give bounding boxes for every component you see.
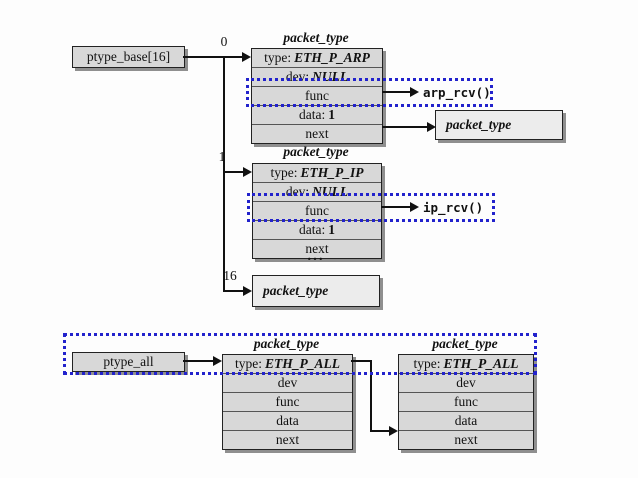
line-ptype-base-to-arp <box>183 56 242 58</box>
ip-struct-title: packet_type <box>283 144 349 159</box>
all1-struct: type:ETH_P_ALL dev func data next <box>222 354 353 450</box>
arrowhead-arp-handler <box>410 87 419 97</box>
bucket-index-1: 1 <box>218 149 226 164</box>
ptype-base-label: ptype_base[16] <box>86 49 171 64</box>
arrowhead-ptype-all <box>213 356 222 366</box>
tail-struct-box: packet_type <box>252 275 380 307</box>
all2-func-label: func <box>454 394 478 409</box>
arp-dev-value: NULL <box>312 69 349 84</box>
all2-field-dev: dev <box>399 373 533 392</box>
ip-type-label: type: <box>270 165 298 180</box>
arp-next-struct-box: packet_type <box>435 110 563 140</box>
ip-field-dev: dev:NULL <box>253 182 381 201</box>
line-all-chain-v <box>370 360 372 432</box>
all1-data-label: data <box>276 413 299 428</box>
arp-field-func: func <box>252 86 382 105</box>
tail-struct-title: packet_type <box>263 283 329 298</box>
ip-data-label: data: <box>299 222 326 237</box>
arp-field-next: next <box>252 124 382 143</box>
arp-data-value: 1 <box>328 107 335 122</box>
arp-data-label: data: <box>299 107 326 122</box>
arrowhead-bucket0 <box>242 52 251 62</box>
arp-field-data: data:1 <box>252 105 382 124</box>
all2-field-type: type:ETH_P_ALL <box>399 355 533 373</box>
all1-field-data: data <box>223 411 352 430</box>
all1-type-value: ETH_P_ALL <box>265 356 340 371</box>
arp-struct: type:ETH_P_ARP dev:NULL func data:1 next <box>251 48 383 144</box>
ip-data-value: 1 <box>328 222 335 237</box>
line-arp-next-to-box <box>382 126 427 128</box>
ip-next-label: next <box>305 241 329 256</box>
all2-field-data: data <box>399 411 533 430</box>
arp-type-value: ETH_P_ARP <box>294 50 370 65</box>
arp-next-struct-title: packet_type <box>446 117 512 132</box>
line-bucket1-branch <box>223 171 243 173</box>
all2-field-func: func <box>399 392 533 411</box>
ip-dev-label: dev: <box>285 184 310 199</box>
bucket-index-0: 0 <box>220 34 228 49</box>
line-ip-func-to-handler <box>381 206 410 208</box>
arp-dev-label: dev: <box>285 69 310 84</box>
all1-field-func: func <box>223 392 352 411</box>
arp-field-dev: dev:NULL <box>252 67 382 86</box>
ptype-all-label: ptype_all <box>103 354 154 369</box>
all1-field-dev: dev <box>223 373 352 392</box>
all2-struct-title: packet_type <box>432 336 498 351</box>
all1-func-label: func <box>275 394 300 409</box>
arrowhead-bucket16 <box>243 286 252 296</box>
all2-dev-label: dev <box>456 375 476 390</box>
all2-type-label: type: <box>413 356 441 371</box>
all2-data-label: data <box>454 413 478 428</box>
line-bucket16-branch <box>223 290 243 292</box>
arp-type-label: type: <box>264 50 292 65</box>
ip-field-func: func <box>253 201 381 220</box>
line-bucket-spine <box>223 56 225 292</box>
all1-field-type: type:ETH_P_ALL <box>223 355 352 373</box>
all1-next-label: next <box>275 432 300 447</box>
arrowhead-arp-next <box>427 122 436 132</box>
ip-handler-text: ip_rcv() <box>423 200 484 215</box>
arrowhead-ip-handler <box>410 202 419 212</box>
ip-dev-value: NULL <box>312 184 349 199</box>
all1-dev-label: dev <box>277 375 298 390</box>
line-arp-func-to-handler <box>382 91 410 93</box>
all2-type-value: ETH_P_ALL <box>443 356 519 371</box>
arp-field-type: type:ETH_P_ARP <box>252 49 382 67</box>
arp-next-label: next <box>305 126 329 141</box>
ip-field-data: data:1 <box>253 220 381 239</box>
arrowhead-bucket1 <box>243 167 252 177</box>
all1-field-next: next <box>223 430 352 449</box>
all1-type-label: type: <box>235 356 262 371</box>
ip-struct: type:ETH_P_IP dev:NULL func data:1 next <box>252 163 382 259</box>
line-all-chain-h1 <box>351 360 372 362</box>
ip-field-type: type:ETH_P_IP <box>253 164 381 182</box>
line-ptype-all-to-first <box>183 360 213 362</box>
all1-struct-title: packet_type <box>253 336 320 351</box>
ellipsis: ... <box>307 248 325 264</box>
ptype-base-box: ptype_base[16] <box>72 46 185 68</box>
ip-func-label: func <box>305 203 329 218</box>
arp-func-label: func <box>305 88 329 103</box>
line-all-chain-h2 <box>370 430 389 432</box>
ip-field-next: next <box>253 239 381 258</box>
ip-type-value: ETH_P_IP <box>300 165 364 180</box>
arp-struct-title: packet_type <box>283 30 349 45</box>
all2-field-next: next <box>399 430 533 449</box>
bucket-index-16: 16 <box>223 268 237 283</box>
arp-handler-text: arp_rcv() <box>423 85 491 100</box>
arrowhead-all-chain <box>389 426 398 436</box>
ptype-all-box: ptype_all <box>72 352 185 372</box>
all2-next-label: next <box>454 432 478 447</box>
all2-struct: type:ETH_P_ALL dev func data next <box>398 354 534 450</box>
